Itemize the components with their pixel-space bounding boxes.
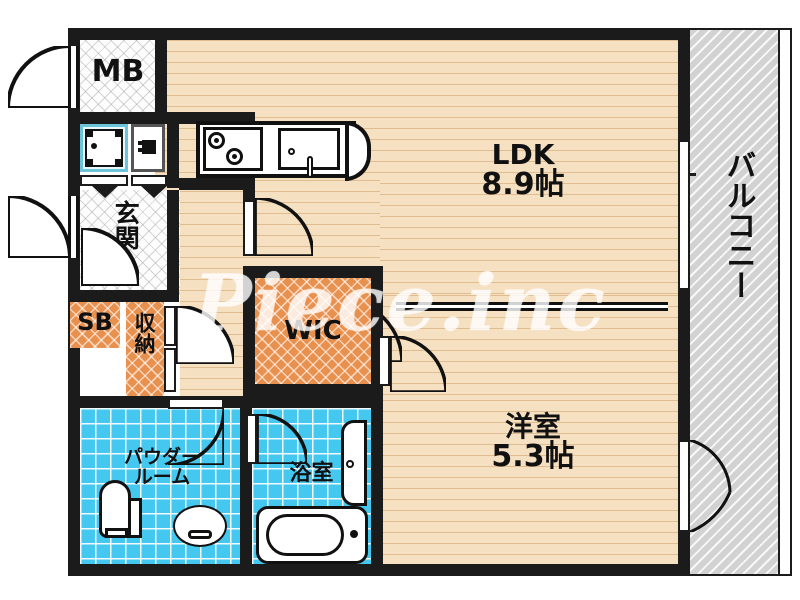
washing-machine-knob-icon bbox=[91, 143, 97, 149]
bedroom-wall-upper bbox=[371, 266, 383, 302]
ldk-floor-lower bbox=[380, 295, 678, 400]
powder-room-door-swing-icon bbox=[168, 409, 224, 465]
stove-burner-1-center-icon bbox=[214, 138, 219, 143]
wic-area bbox=[255, 278, 371, 384]
shoe-box-label: SB bbox=[77, 308, 113, 336]
balcony-label: バルコニー bbox=[720, 150, 756, 300]
storage-label: 収納 bbox=[132, 312, 157, 354]
entrance-step-right-icon bbox=[141, 186, 167, 198]
vanity-basin-drain-icon bbox=[188, 530, 212, 539]
wic-door-leaf[interactable] bbox=[378, 336, 390, 386]
shoe-box-area bbox=[70, 302, 120, 348]
front-door-swing-icon bbox=[8, 196, 70, 258]
wic-door-swing-icon bbox=[390, 336, 446, 392]
wic-wall-left bbox=[243, 266, 255, 396]
mb-wall-bottom bbox=[68, 112, 167, 124]
utility-cabinet-door-right[interactable] bbox=[131, 175, 167, 186]
utility-wall-right bbox=[167, 112, 179, 188]
bedroom-name: 洋室 bbox=[504, 410, 561, 443]
bedroom-partition-wall bbox=[371, 396, 383, 576]
water-heater-icon bbox=[142, 140, 156, 154]
hall-door-swing-icon[interactable] bbox=[176, 306, 234, 364]
stove-burner-2-icon bbox=[226, 148, 243, 165]
exterior-wall-top bbox=[68, 28, 690, 40]
washer-corner-tl-icon bbox=[87, 131, 93, 137]
meter-box-area bbox=[80, 40, 155, 112]
bath-door-leaf[interactable] bbox=[246, 414, 257, 464]
meter-box-label: MB bbox=[91, 54, 145, 89]
bedroom-size: 5.3帖 bbox=[491, 439, 575, 475]
sink-drain-icon bbox=[288, 148, 295, 155]
storage-door-upper[interactable] bbox=[164, 306, 176, 346]
entrance-wall-bottom bbox=[80, 290, 179, 302]
balcony-area bbox=[686, 28, 792, 576]
entrance-wall-right bbox=[167, 190, 179, 300]
wic-wall-bottom bbox=[243, 384, 383, 396]
stove-burner-2-center-icon bbox=[232, 154, 237, 159]
powder-room-door-leaf[interactable] bbox=[168, 398, 224, 409]
balcony-outer-margin bbox=[778, 28, 792, 576]
storage-area bbox=[126, 302, 164, 396]
washer-corner-br-icon bbox=[115, 159, 121, 165]
bath-shower-knob-icon bbox=[346, 460, 354, 468]
bath-door-swing-icon bbox=[257, 414, 307, 464]
bathtub-inner bbox=[266, 514, 344, 556]
powder-room-name-line2: ルーム bbox=[133, 465, 191, 488]
bedroom-label: 洋室 5.3帖 bbox=[468, 412, 598, 473]
stove-burner-1-icon bbox=[208, 132, 225, 149]
toilet-side-tank bbox=[128, 498, 142, 538]
ldk-size: 8.9帖 bbox=[481, 167, 565, 203]
bedroom-interior-window[interactable] bbox=[396, 302, 668, 311]
ldk-label: LDK 8.9帖 bbox=[458, 140, 588, 201]
bedroom-floor bbox=[380, 400, 678, 564]
front-door-leaf[interactable] bbox=[68, 196, 79, 258]
sink-faucet-icon bbox=[307, 156, 313, 178]
ldk-hall-door-leaf[interactable] bbox=[243, 200, 255, 256]
bath-shower-panel bbox=[341, 420, 367, 506]
storage-door-lower[interactable] bbox=[164, 348, 176, 392]
ldk-name: LDK bbox=[491, 138, 555, 171]
wet-area-wall-top bbox=[80, 396, 383, 408]
water-heater-icon-dot bbox=[138, 141, 142, 145]
entrance-step-left-icon bbox=[92, 186, 118, 198]
wic-wall-top bbox=[243, 266, 383, 278]
bathtub-drain-icon bbox=[350, 530, 358, 538]
toilet-tank bbox=[105, 528, 128, 538]
utility-cabinet-door-left[interactable] bbox=[80, 175, 128, 186]
vanity-basin bbox=[173, 505, 227, 547]
washer-corner-tr-icon bbox=[115, 131, 121, 137]
ldk-balcony-window[interactable] bbox=[678, 140, 690, 290]
bedroom-balcony-door[interactable] bbox=[678, 440, 690, 532]
washer-corner-bl-icon bbox=[87, 159, 93, 165]
mb-wall-right bbox=[155, 40, 167, 112]
bath-label: 浴室 bbox=[289, 461, 334, 486]
wic-label: WIC bbox=[284, 316, 342, 346]
entrance-inner-door-swing-icon[interactable] bbox=[81, 228, 139, 286]
mb-door-swing-icon bbox=[8, 46, 70, 108]
bedroom-balcony-door-swing-icon bbox=[690, 440, 746, 532]
ldk-hall-door-swing-icon bbox=[255, 198, 313, 256]
water-heater-icon-dot2 bbox=[138, 148, 142, 152]
kitchen-side-wall bbox=[179, 178, 255, 190]
